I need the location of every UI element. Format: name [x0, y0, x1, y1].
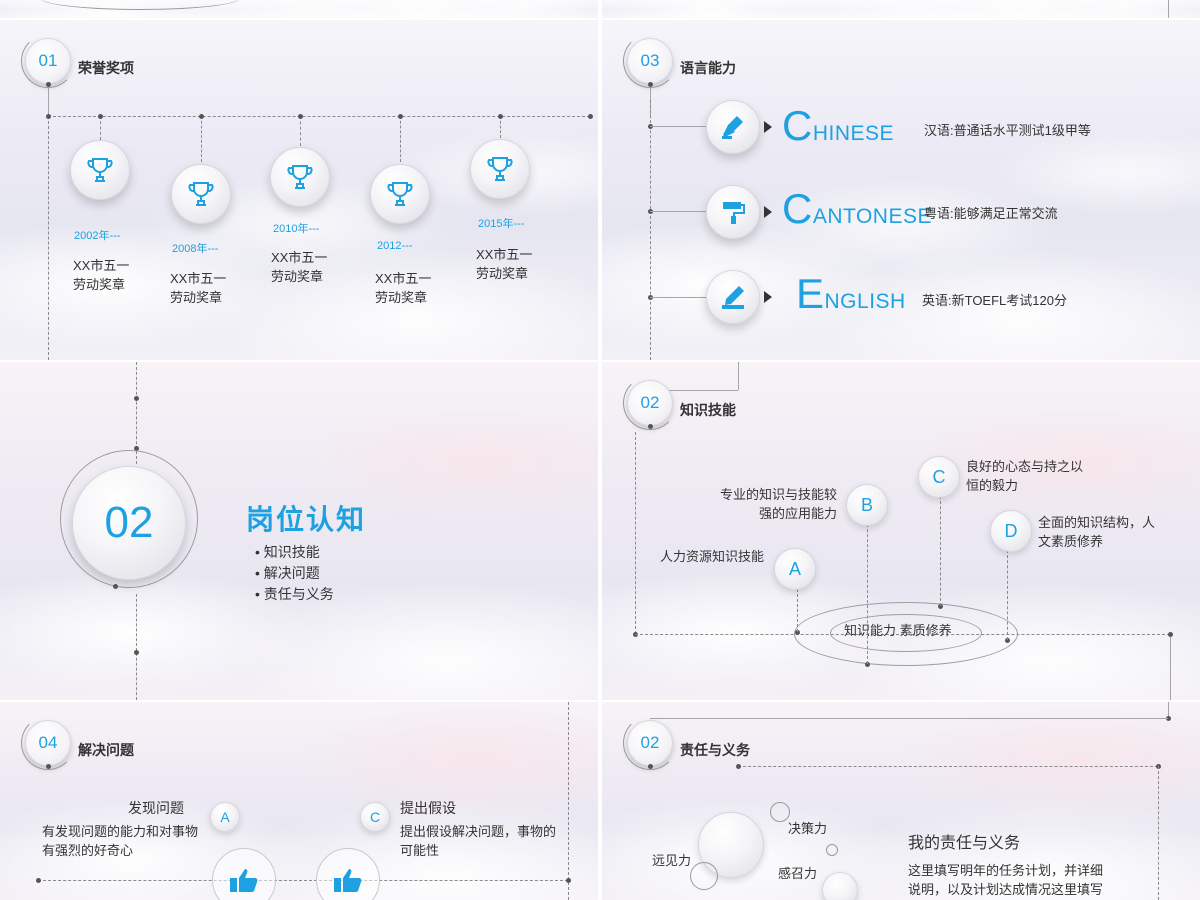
language-desc: 英语:新TOEFL考试120分 — [922, 293, 1067, 308]
point-b-text: 专业的知识与技能较强的应用能力 — [720, 487, 838, 521]
slide-responsibility[interactable]: 02 责任与义务 决策力 远见力 感召力 我的责任与义务 这里填写明年的任务计划… — [602, 702, 1200, 900]
item-a-badge: A — [210, 802, 240, 832]
slide-problem-solving[interactable]: 04 解决问题 发现问题 A 有发现问题的能力和对事物有强烈的好奇心 C 提出假… — [0, 702, 598, 900]
language-icon-badge — [706, 270, 760, 324]
award-title: XX市五一劳动奖章 — [73, 258, 130, 292]
award-year: 2015年--- — [478, 218, 525, 230]
bullet-item: • 知识技能 — [255, 544, 320, 560]
content-text: 这里填写明年的任务计划，并详细说明，以及计划达成情况这里填写 — [908, 863, 1104, 897]
section-title: 知识技能 — [680, 402, 736, 418]
trophy-icon — [387, 182, 413, 206]
center-label: 知识能力 素质修养 — [844, 623, 952, 638]
trophy-icon — [87, 158, 113, 182]
section-title: 责任与义务 — [680, 742, 750, 758]
point-d-badge: D — [990, 510, 1032, 552]
pencil-ruler-icon — [722, 286, 744, 309]
item-text: 提出假设解决问题，事物的可能性 — [400, 824, 557, 858]
section-number-badge: 04 — [21, 716, 75, 770]
page-title: 岗位认知 — [246, 504, 367, 535]
item-text: 有发现问题的能力和对事物有强烈的好奇心 — [42, 824, 199, 858]
slide-partial-top-left — [0, 0, 598, 18]
content-heading: 我的责任与义务 — [908, 835, 1021, 852]
section-number-ball: 02 — [72, 466, 186, 580]
thumbs-up-icon — [230, 869, 258, 892]
point-d-text: 全面的知识结构，人文素质修养 — [1038, 515, 1156, 549]
section-title: 解决问题 — [78, 742, 134, 758]
point-c-text: 良好的心态与持之以恒的毅力 — [966, 459, 1084, 493]
slide-language[interactable]: 03 语言能力 CHINESE CANTONESE ENGLISH 汉语:普通话… — [602, 20, 1200, 360]
section-number-badge: 01 — [21, 34, 75, 88]
language-name-english: ENGLISH — [796, 270, 906, 317]
responsibility-ball-small — [822, 872, 858, 900]
award-badge-2008 — [171, 164, 231, 224]
bullet-item: • 解决问题 — [255, 565, 320, 581]
award-badge-2012 — [370, 164, 430, 224]
award-year: 2002年--- — [74, 230, 121, 242]
language-name-chinese: CHINESE — [782, 102, 895, 149]
language-icon-badge — [706, 185, 760, 239]
slide-partial-top-right — [602, 0, 1200, 18]
point-a-text: 人力资源知识技能 — [660, 549, 765, 564]
award-year: 2010年--- — [273, 223, 320, 235]
point-a-badge: A — [774, 548, 816, 590]
award-title: XX市五一劳动奖章 — [476, 247, 533, 281]
section-title: 荣誉奖项 — [78, 60, 134, 76]
section-number-badge: 03 — [623, 34, 677, 88]
item-heading: 提出假设 — [400, 800, 456, 816]
award-title: XX市五一劳动奖章 — [271, 250, 328, 284]
slide-job-cognition[interactable]: 02 岗位认知 • 知识技能 • 解决问题 • 责任与义务 — [0, 362, 598, 700]
slide-honors[interactable]: 01 荣誉奖项 2002年--- XX市五一劳动奖章 2008年--- XX市五… — [0, 20, 598, 360]
label-appeal: 感召力 — [778, 866, 818, 881]
slide-knowledge-skills[interactable]: 02 知识技能 知识能力 素质修养 A B C D 人力资源知识技能 专业的知识… — [602, 362, 1200, 700]
paint-roller-icon — [723, 202, 745, 224]
language-desc: 粤语:能够满足正常交流 — [924, 206, 1058, 221]
section-number: 02 — [104, 498, 154, 547]
trophy-icon — [287, 165, 313, 189]
award-title: XX市五一劳动奖章 — [375, 271, 432, 305]
thumb-badge — [212, 848, 276, 900]
award-badge-2010 — [270, 147, 330, 207]
award-badge-2002 — [70, 140, 130, 200]
point-c-badge: C — [918, 456, 960, 498]
section-title: 语言能力 — [680, 60, 736, 76]
thumbs-up-icon — [334, 869, 362, 892]
label-decision: 决策力 — [788, 821, 828, 836]
award-year: 2008年--- — [172, 243, 219, 255]
award-year: 2012--- — [377, 240, 413, 252]
award-title: XX市五一劳动奖章 — [170, 271, 227, 305]
thumb-badge — [316, 848, 380, 900]
item-heading: 发现问题 — [128, 800, 184, 816]
trophy-icon — [188, 182, 214, 206]
point-b-badge: B — [846, 484, 888, 526]
section-number-badge: 02 — [623, 716, 677, 770]
bullet-item: • 责任与义务 — [255, 586, 334, 602]
language-desc: 汉语:普通话水平测试1级甲等 — [924, 123, 1091, 138]
trophy-icon — [487, 157, 513, 181]
section-number-badge: 02 — [623, 376, 677, 430]
language-name-cantonese: CANTONESE — [782, 185, 932, 232]
label-vision: 远见力 — [652, 853, 692, 868]
pen-nib-icon — [722, 116, 743, 139]
item-c-badge: C — [360, 802, 390, 832]
language-icon-badge — [706, 100, 760, 154]
award-badge-2015 — [470, 139, 530, 199]
